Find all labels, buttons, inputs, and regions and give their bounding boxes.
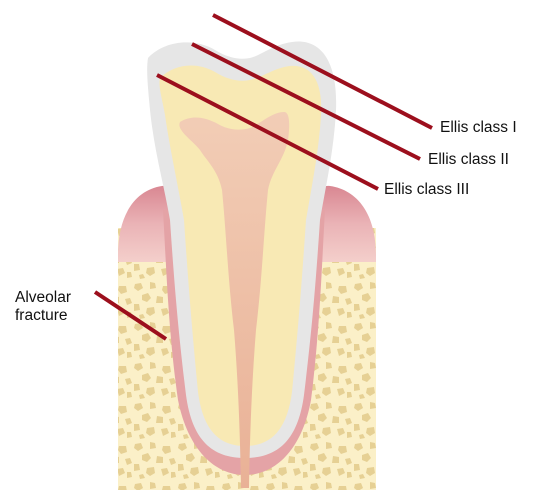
alveolar-fracture-label: Alveolar fracture xyxy=(15,289,105,325)
ellis-class-2-label: Ellis class II xyxy=(428,151,509,169)
ellis-class-1-label: Ellis class I xyxy=(440,119,517,137)
ellis-class-3-label: Ellis class III xyxy=(384,181,469,199)
